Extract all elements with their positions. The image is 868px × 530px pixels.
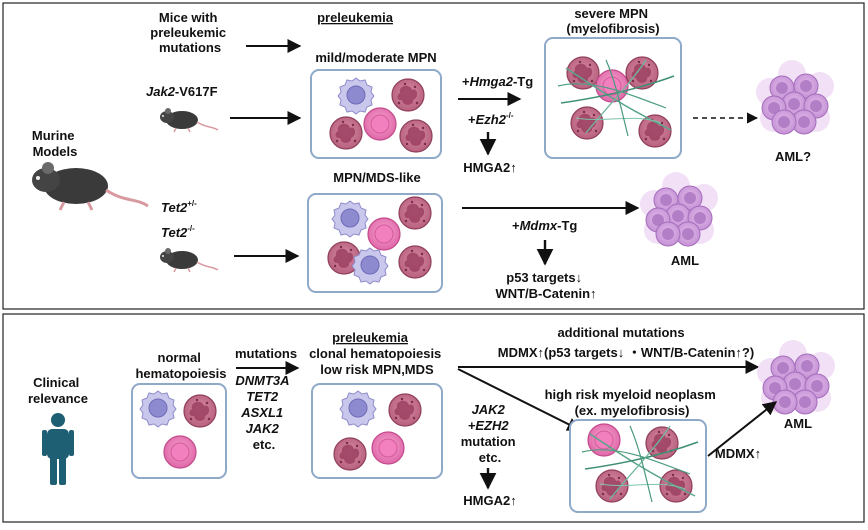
- top-aml-label: AML: [671, 253, 699, 268]
- bottom-aml-label: AML: [784, 416, 812, 431]
- jak2-label: Jak2-V617F: [146, 84, 218, 99]
- tet2-mouse-icon: [159, 247, 219, 273]
- aml-question-label: AML?: [775, 149, 811, 164]
- normal-hematopoiesis-label: normal hematopoiesis: [135, 350, 226, 381]
- mild-mpn-label: mild/moderate MPN: [315, 50, 436, 65]
- clinical-relevance-label: Clinical relevance: [28, 375, 88, 406]
- top-hmga2-up: HMGA2↑: [463, 160, 516, 175]
- mpn-mds-label: MPN/MDS-like: [333, 170, 420, 185]
- diagonal-arrow: [457, 368, 582, 431]
- tet2-het-label: Tet2+/-: [161, 199, 197, 215]
- high-risk-label: high risk myeloid neoplasm (ex. myelofib…: [545, 387, 720, 418]
- preleukemia-title: preleukemia: [317, 10, 394, 25]
- murine-models-label: Murine Models: [32, 128, 78, 159]
- mutations-title: mutations: [235, 346, 297, 361]
- bottom-panel-border: [2, 313, 865, 523]
- bottom-hmga2-up: HMGA2↑: [463, 493, 516, 508]
- mdmx-tg-label: +Mdmx-Tg: [512, 218, 577, 233]
- tet2-hom-label: Tet2-/-: [161, 224, 195, 240]
- bottom-preleukemia-title: preleukemia: [332, 330, 409, 345]
- mutation-gene-list: DNMT3A TET2 ASXL1 JAK2 etc.: [235, 373, 292, 452]
- jak2-ezh2-label: JAK2 +EZH2 mutation etc.: [461, 402, 520, 465]
- jak2-mouse-icon: [159, 107, 219, 133]
- large-mouse-icon: [30, 160, 150, 212]
- mdmx-to-aml-arrow: [707, 401, 778, 457]
- preleukemia-box: [311, 383, 443, 479]
- mdmx-up-label: MDMX↑: [715, 446, 761, 461]
- human-icon: [42, 413, 74, 485]
- preleukemia-description: clonal hematopoiesis low risk MPN,MDS: [309, 346, 445, 377]
- severe-mpn-label: severe MPN (myelofibrosis): [566, 6, 659, 36]
- top-panel-border: [2, 2, 865, 310]
- mice-with-mutations-label: Mice with preleukemic mutations: [150, 10, 230, 55]
- additional-mutations-label: additional mutations: [557, 325, 684, 340]
- hmga2-tg-label: +Hmga2-Tg: [462, 74, 533, 89]
- ezh2-ko-label: +Ezh2-/-: [468, 111, 514, 127]
- mdmx-effects: p53 targets↓ WNT/B-Catenin↑: [495, 270, 596, 301]
- mdmx-line-label: MDMX↑(p53 targets↓ ・WNT/B-Catenin↑?): [498, 345, 754, 360]
